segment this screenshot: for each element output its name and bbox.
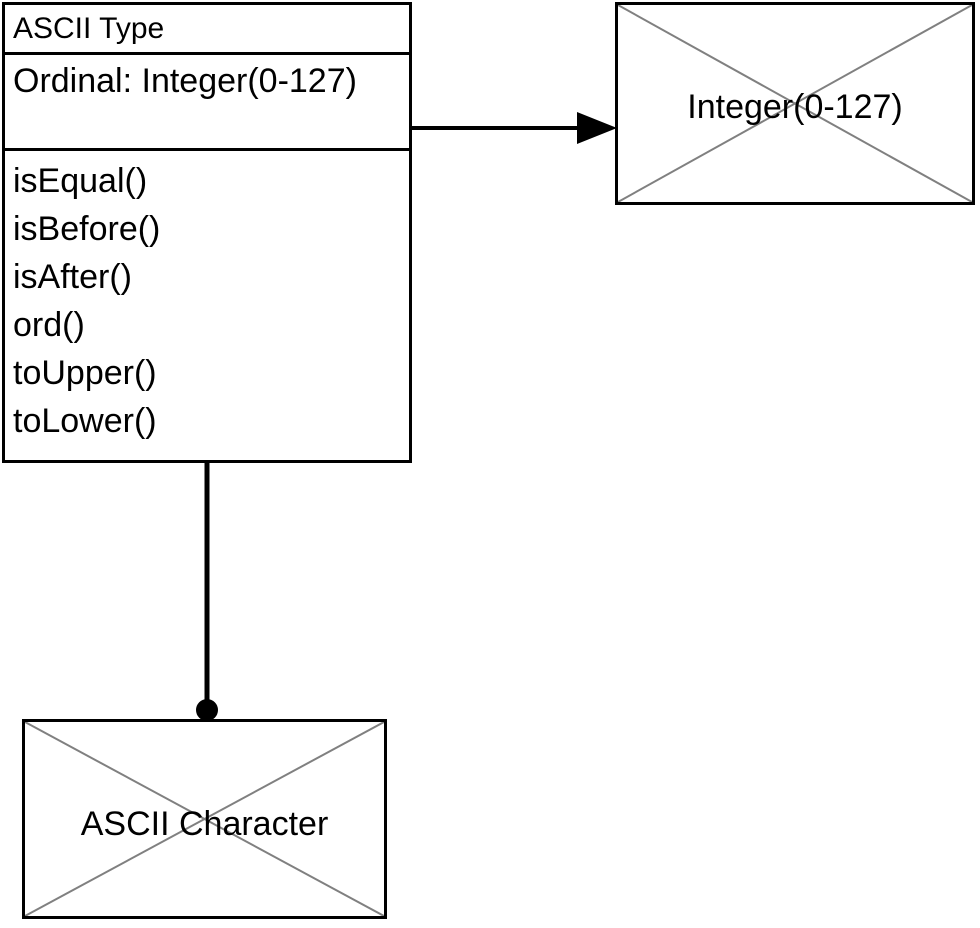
class-operation-item: isEqual() [13,162,148,200]
filled-circle-icon [196,699,218,721]
class-name-compartment: ASCII Type [5,5,409,55]
class-operation-item: isBefore() [13,210,161,248]
node-integer-range[interactable]: Integer(0-127) [615,2,975,205]
class-attributes-compartment: Ordinal: Integer(0-127) [5,55,409,151]
class-operation-item: ord() [13,306,85,344]
class-attribute-item: Ordinal: Integer(0-127) [13,62,357,100]
cross-out-icon [25,722,384,916]
class-operations-compartment: isEqual() isBefore() isAfter() ord() toU… [5,151,409,460]
class-operation-item: isAfter() [13,258,132,296]
arrowhead-icon [577,112,617,144]
node-label: Integer(0-127) [687,88,903,126]
class-box-ascii-type[interactable]: ASCII Type Ordinal: Integer(0-127) isEqu… [2,2,412,463]
class-operation-item: toLower() [13,402,157,440]
connector-type-to-character[interactable] [196,463,218,721]
connector-type-to-integer[interactable] [412,112,617,144]
cross-out-icon [618,5,972,202]
class-name-label: ASCII Type [13,11,165,45]
node-ascii-character[interactable]: ASCII Character [22,719,387,919]
class-operation-item: toUpper() [13,354,157,392]
node-label: ASCII Character [80,805,329,843]
